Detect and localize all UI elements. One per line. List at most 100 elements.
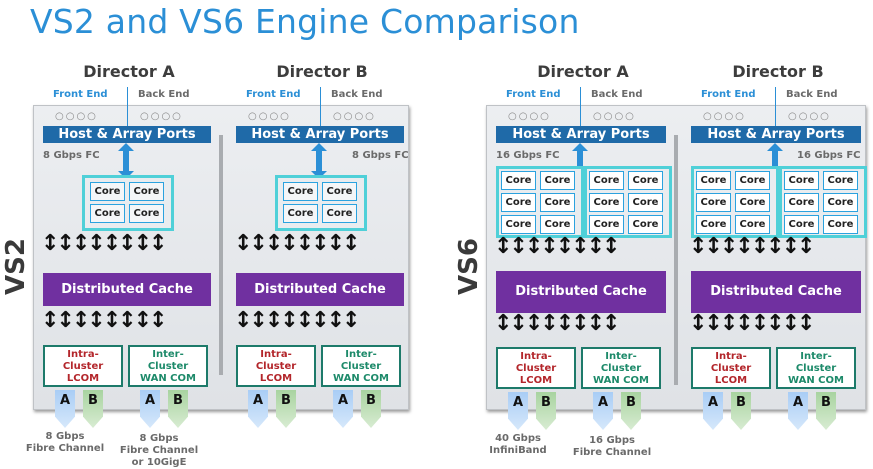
port-dots: ○○○○ xyxy=(333,111,376,122)
host-array-ports: Host & Array Ports xyxy=(496,126,666,143)
front-back-divider-line xyxy=(580,87,581,127)
port-a: A xyxy=(593,392,613,430)
core-cell: Core xyxy=(90,204,125,223)
com-line: LCOM xyxy=(259,373,293,384)
com-line: Cluster xyxy=(340,361,382,372)
port-b: B xyxy=(276,390,296,428)
note-line: 40 Gbps xyxy=(495,433,541,444)
com-line: LCOM xyxy=(714,375,748,386)
port-a: A xyxy=(140,390,160,428)
core-cell: Core xyxy=(823,193,858,212)
port-dots: ○○○○ xyxy=(788,111,831,122)
com-line: Inter- xyxy=(800,351,832,362)
port-dots: ○○○○ xyxy=(508,111,551,122)
vs6-label: VS6 xyxy=(454,238,484,295)
port-b: B xyxy=(816,392,836,430)
vs2-label: VS2 xyxy=(1,238,31,295)
com-line: Cluster xyxy=(795,363,837,374)
back-end-label: Back End xyxy=(591,89,643,100)
core-cell: Core xyxy=(735,171,770,190)
front-back-divider-line xyxy=(775,87,776,127)
core-cell: Core xyxy=(501,215,536,234)
port-b: B xyxy=(731,392,751,430)
com-line: Inter- xyxy=(152,349,184,360)
note-line: 16 Gbps xyxy=(589,435,635,446)
fc-speed-label: 16 Gbps FC xyxy=(496,150,560,161)
bus-arrows: ↕↕↕↕↕↕↕↕ xyxy=(494,311,620,336)
port-b: B xyxy=(621,392,641,430)
core-cell: Core xyxy=(129,204,164,223)
front-end-label: Front End xyxy=(53,89,108,100)
com-line: Cluster xyxy=(62,361,104,372)
com-line: LCOM xyxy=(66,373,100,384)
front-end-label: Front End xyxy=(246,89,301,100)
port-dots: ○○○○ xyxy=(248,111,291,122)
bidirectional-arrow-icon xyxy=(572,143,588,181)
com-line: Cluster xyxy=(147,361,189,372)
note-line: 8 Gbps xyxy=(45,431,85,442)
com-line: WAN COM xyxy=(333,373,389,384)
port-dots: ○○○○ xyxy=(55,111,98,122)
core-cell: Core xyxy=(283,182,318,201)
core-cell: Core xyxy=(90,182,125,201)
com-line: WAN COM xyxy=(140,373,196,384)
core-cell: Core xyxy=(823,215,858,234)
core-cell: Core xyxy=(501,171,536,190)
com-line: Inter- xyxy=(345,349,377,360)
back-end-label: Back End xyxy=(138,89,190,100)
core-cell: Core xyxy=(823,171,858,190)
port-a: A xyxy=(788,392,808,430)
com-line: Cluster xyxy=(255,361,297,372)
fc-speed-label: 8 Gbps FC xyxy=(43,150,100,161)
distributed-cache: Distributed Cache xyxy=(236,273,404,306)
note-line: 8 Gbps xyxy=(139,433,179,444)
port-b: B xyxy=(361,390,381,428)
director-title: Director B xyxy=(732,62,824,81)
core-cell: Core xyxy=(540,171,575,190)
com-line: Cluster xyxy=(515,363,557,374)
back-end-label: Back End xyxy=(786,89,838,100)
note-line: Fibre Channel xyxy=(572,447,652,458)
core-cell: Core xyxy=(129,182,164,201)
core-cell: Core xyxy=(784,171,819,190)
com-line: Inter- xyxy=(605,351,637,362)
fc-speed-label: 8 Gbps FC xyxy=(352,150,409,161)
com-line: Intra- xyxy=(67,349,99,360)
core-cell: Core xyxy=(696,171,731,190)
director-title: Director B xyxy=(276,62,368,81)
bus-arrows: ↕↕↕↕↕↕↕↕ xyxy=(234,231,360,256)
back-end-label: Back End xyxy=(331,89,383,100)
note-line: InfiniBand xyxy=(489,445,547,456)
core-cell: Core xyxy=(628,193,663,212)
port-a: A xyxy=(703,392,723,430)
com-line: WAN COM xyxy=(593,375,649,386)
core-cell: Core xyxy=(322,182,357,201)
core-cell: Core xyxy=(628,215,663,234)
front-end-label: Front End xyxy=(701,89,756,100)
note-line: or 10GigE xyxy=(131,457,187,468)
core-cell: Core xyxy=(784,215,819,234)
note-line: Fibre Channel xyxy=(119,445,199,456)
port-a: A xyxy=(248,390,268,428)
port-b: B xyxy=(83,390,103,428)
vs6-divider xyxy=(674,135,678,385)
port-dots: ○○○○ xyxy=(703,111,746,122)
com-line: Intra- xyxy=(260,349,292,360)
front-back-divider-line xyxy=(320,87,321,127)
port-a: A xyxy=(508,392,528,430)
core-cell: Core xyxy=(696,193,731,212)
front-end-label: Front End xyxy=(506,89,561,100)
com-line: WAN COM xyxy=(788,375,844,386)
bus-arrows: ↕↕↕↕↕↕↕↕ xyxy=(494,234,620,259)
core-cell: Core xyxy=(540,215,575,234)
core-cell: Core xyxy=(589,193,624,212)
bus-arrows: ↕↕↕↕↕↕↕↕ xyxy=(41,308,167,333)
port-b: B xyxy=(536,392,556,430)
